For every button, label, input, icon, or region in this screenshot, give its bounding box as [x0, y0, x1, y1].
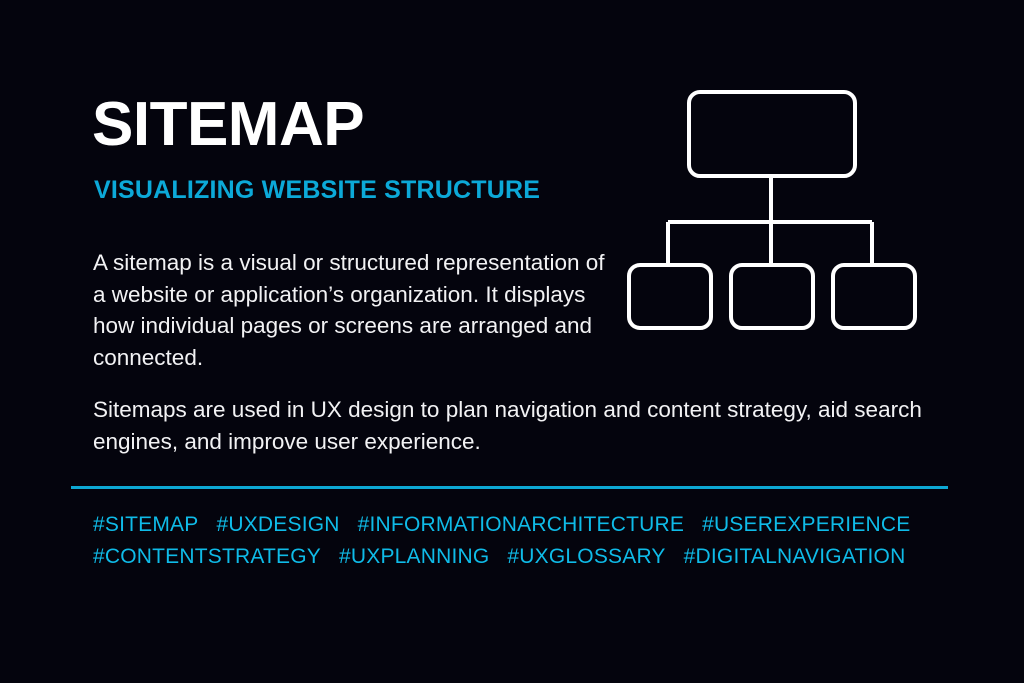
diagram-node-child-3 [831, 263, 917, 330]
hashtag-block: #SITEMAP #UXDESIGN #INFORMATIONARCHITECTUR… [93, 509, 973, 573]
hashtag-item[interactable]: #SITEMAP [93, 513, 199, 536]
hashtag-row-1: #SITEMAP #UXDESIGN #INFORMATIONARCHITECTUR… [93, 509, 973, 541]
diagram-node-root [687, 90, 857, 178]
hashtag-item[interactable]: #INFORMATIONARCHITECTURE [357, 513, 685, 536]
hashtag-item[interactable]: #UXPLANNING [339, 545, 490, 568]
page-title: SITEMAP [92, 90, 365, 159]
hashtag-item[interactable]: #UXDESIGN [216, 513, 340, 536]
hashtag-row-2: #CONTENTSTRATEGY #UXPLANNING #UXGLOSSARY #D… [93, 541, 973, 573]
hashtag-item[interactable]: #DIGITALNAVIGATION [683, 545, 906, 568]
hashtag-item[interactable]: #UXGLOSSARY [507, 545, 666, 568]
description-paragraph-2: Sitemaps are used in UX design to plan n… [93, 397, 922, 454]
section-divider [71, 486, 948, 489]
description-paragraph-1: A sitemap is a visual or structured repr… [93, 250, 605, 370]
diagram-node-child-1 [627, 263, 713, 330]
hashtag-item[interactable]: #CONTENTSTRATEGY [93, 545, 321, 568]
diagram-node-child-2 [729, 263, 815, 330]
sitemap-hierarchy-diagram [610, 75, 950, 345]
hashtag-item[interactable]: #USEREXPERIENCE [702, 513, 911, 536]
page-subtitle: VISUALIZING WEBSITE STRUCTURE [94, 176, 541, 204]
